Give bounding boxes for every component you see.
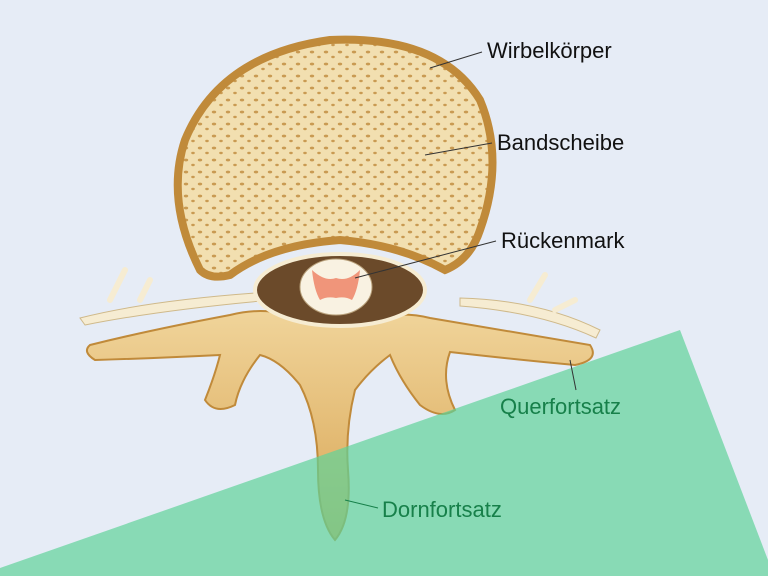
leader-bandscheibe — [424, 142, 493, 156]
leader-querfortsatz — [569, 359, 577, 391]
label-querfortsatz: Querfortsatz — [500, 394, 622, 419]
label-dornfortsatz: Dornfortsatz — [382, 497, 502, 522]
nerve-left-branch — [107, 267, 153, 303]
label-bandscheibe: Bandscheibe — [497, 130, 625, 155]
vertebral-body — [173, 35, 497, 281]
leader-wirbelkoerper — [429, 51, 483, 69]
leader-rueckenmark — [354, 240, 497, 279]
green-overlay — [0, 330, 768, 576]
leader-dornfortsatz — [344, 499, 379, 509]
label-rueckenmark: Rückenmark — [501, 228, 625, 253]
nerve-right-branch — [527, 272, 578, 313]
grey-matter — [312, 270, 360, 300]
label-wirbelkoerper: Wirbelkörper — [487, 38, 612, 63]
nerve-right — [459, 297, 601, 339]
